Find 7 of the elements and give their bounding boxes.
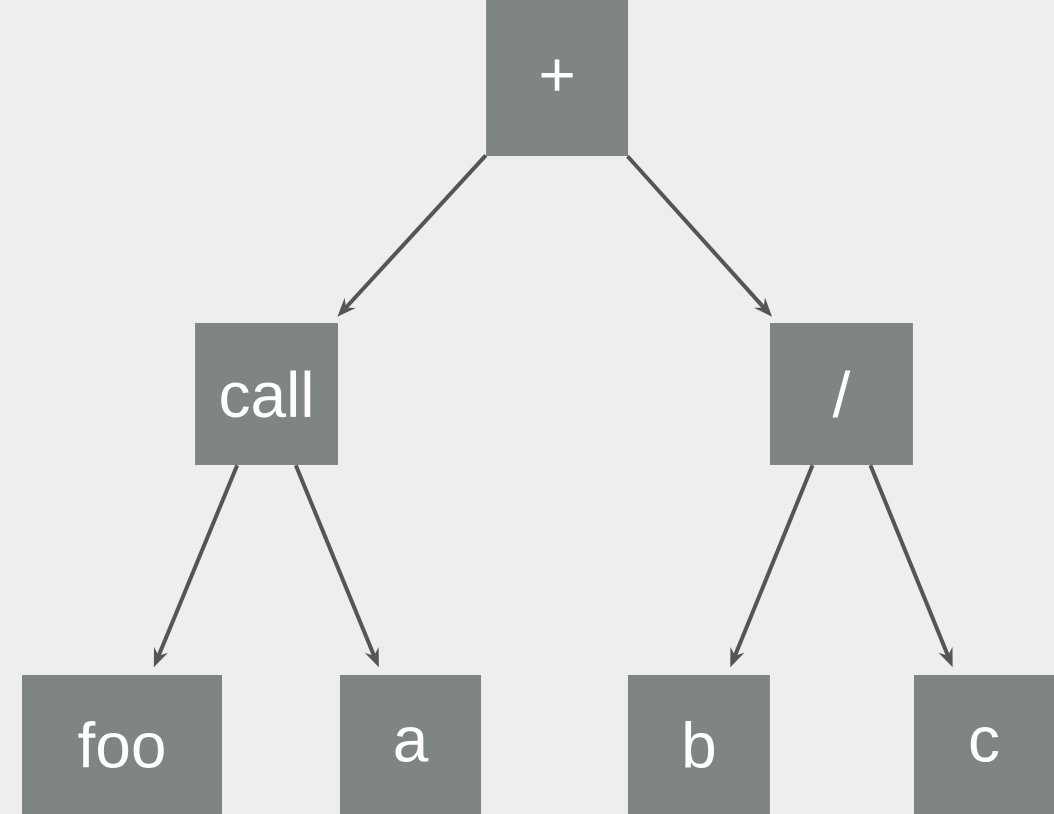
node-box: / [770,323,913,465]
node-box: + [486,0,629,156]
node-box: c [914,675,1054,814]
node-box: a [340,675,482,814]
node-box: foo [22,675,222,814]
node-box: call [195,323,338,465]
node-box: b [627,675,770,814]
